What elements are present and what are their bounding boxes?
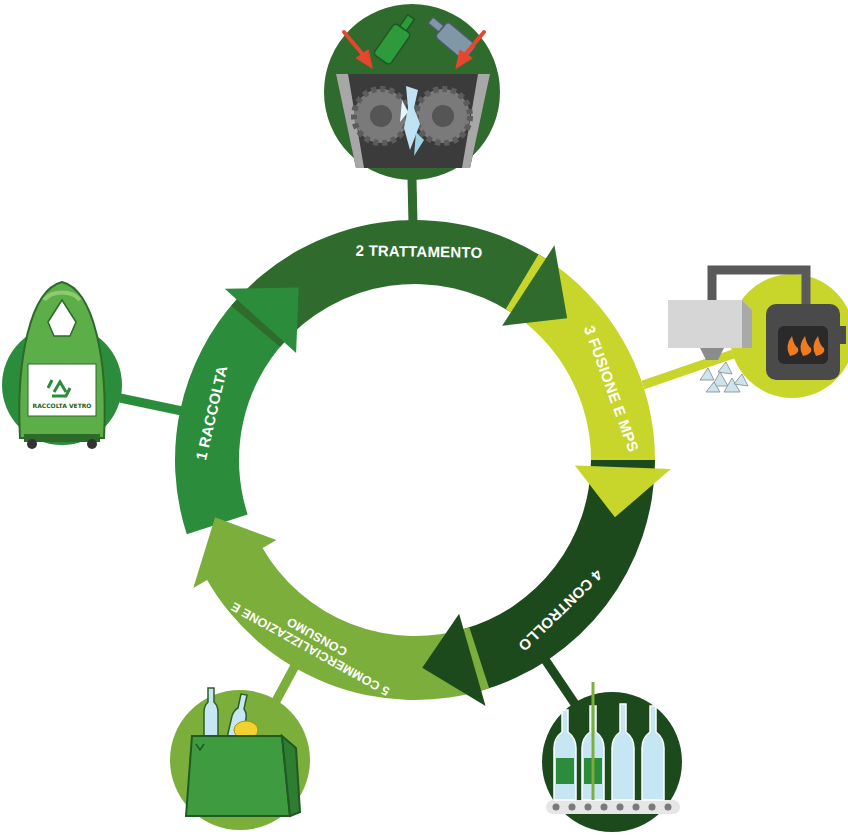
step-label: 4 CONTROLLO: [514, 566, 604, 654]
step-label: 3 FUSIONE E MPS: [580, 324, 641, 455]
step-label: 5 COMMERCIALIZZAZIONE E CONSUMO: [217, 579, 412, 704]
arrow-head-shape: [575, 466, 671, 518]
furnace-icon: [668, 270, 848, 398]
arrow-band-shape: [462, 460, 655, 691]
crusher-icon: [324, 4, 500, 180]
arrow-band-shape: [206, 547, 489, 700]
arrow-band-shape: [231, 220, 547, 347]
bin-icon: [2, 282, 122, 449]
arrow-head-shape: [193, 517, 276, 588]
arrow-head-shape: [225, 288, 299, 353]
step-label: 2 TRATTAMENTO: [355, 243, 482, 262]
arrow-band-shape: [506, 254, 655, 470]
conveyor-icon: [542, 682, 682, 832]
stems: [120, 178, 733, 704]
bin-label: RACCOLTA VETRO: [33, 402, 92, 409]
arrow-band-shape: [175, 298, 285, 534]
step-label: 1 RACCOLTA: [193, 364, 231, 462]
arrow-head-shape: [502, 245, 567, 326]
shopping-icon: [170, 688, 310, 830]
arrow-head-shape: [422, 614, 485, 706]
